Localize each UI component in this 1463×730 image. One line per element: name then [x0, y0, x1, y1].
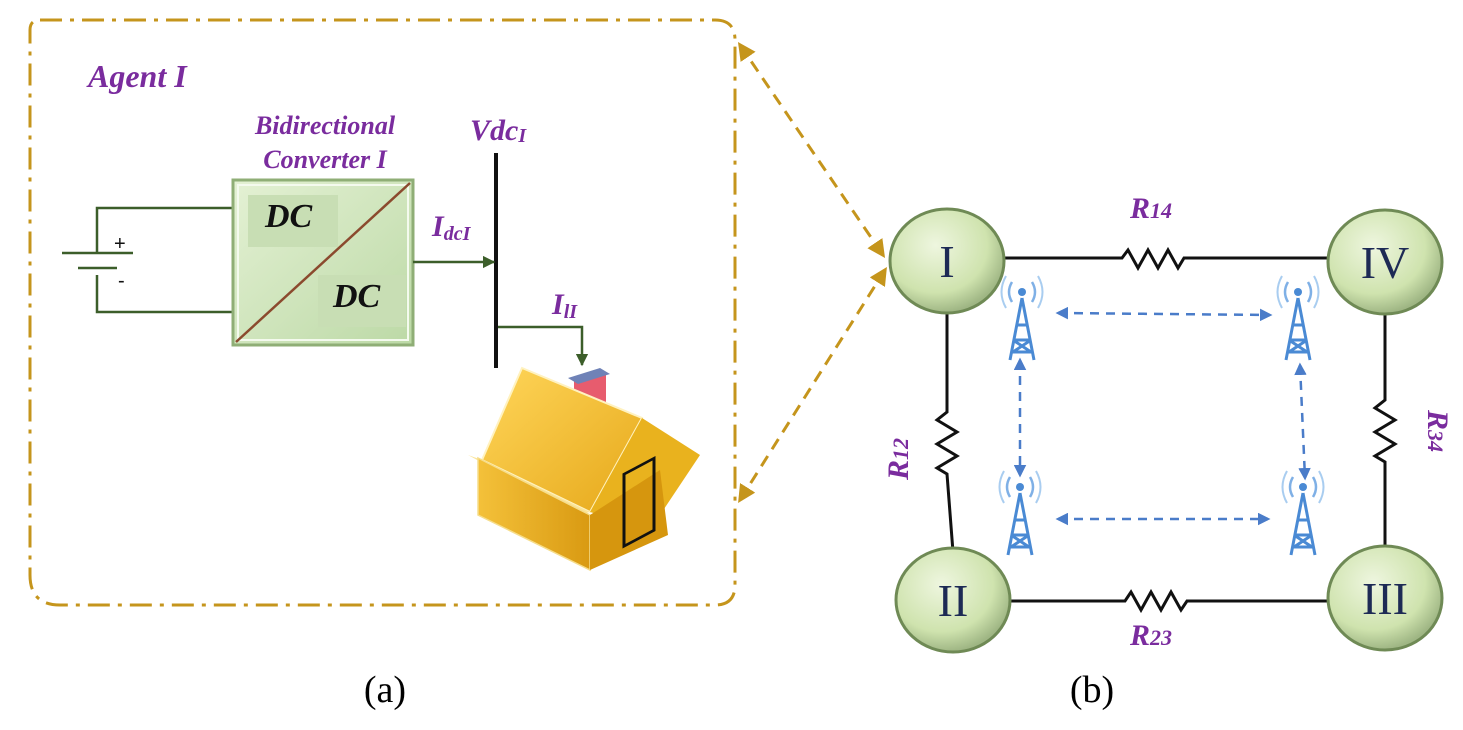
agent-panel: Agent I + - Bidirectional Converter I DC…: [28, 18, 737, 607]
battery-plus: +: [114, 233, 126, 255]
comm-tower-node-i: [1000, 274, 1044, 362]
load-current-label: IlI: [551, 288, 578, 323]
comm-links: [1013, 306, 1311, 526]
node-iii: III: [1326, 544, 1444, 652]
node-iii-label: III: [1362, 573, 1408, 624]
node-i: I: [888, 207, 1006, 315]
comm-tower-node-iii: [1281, 469, 1325, 557]
dc-input-label: DC: [264, 198, 313, 235]
load-current-arrow: [498, 325, 589, 367]
battery-minus: -: [118, 270, 125, 292]
caption-b: (b): [1070, 669, 1114, 711]
bus-voltage-label: VdcI: [470, 114, 527, 147]
agent-link-upper: [737, 42, 886, 258]
line-r12: [934, 310, 960, 553]
node-ii: II: [894, 546, 1012, 654]
agent-frame: [28, 18, 737, 607]
comm-tower-node-ii: [998, 469, 1042, 557]
agent-label: Agent I: [86, 58, 188, 94]
r23-label: R23: [1129, 619, 1172, 652]
line-r23: [1010, 588, 1330, 614]
network-panel: R14 R23 R12 R34 I IV: [882, 192, 1454, 654]
battery-symbol: [62, 206, 232, 314]
agent-link-lower: [738, 266, 887, 504]
caption-a: (a): [364, 669, 406, 711]
node-i-label: I: [939, 236, 954, 287]
house-load-icon: [468, 366, 700, 572]
r12-label: R12: [882, 438, 915, 481]
node-iv: IV: [1326, 208, 1444, 316]
node-ii-label: II: [938, 575, 969, 626]
converter-title-line2: Converter I: [263, 145, 387, 174]
r34-label: R34: [1421, 409, 1454, 452]
r14-label: R14: [1129, 192, 1172, 225]
comm-tower-node-iv: [1276, 274, 1320, 362]
line-r34: [1372, 310, 1398, 548]
dc-output-label: DC: [332, 278, 381, 315]
line-r14: [1005, 246, 1330, 272]
converter-title-line1: Bidirectional: [254, 111, 396, 140]
converter-current-label: IdcI: [431, 210, 472, 245]
node-iv-label: IV: [1361, 237, 1410, 288]
bidirectional-converter: [231, 178, 415, 347]
